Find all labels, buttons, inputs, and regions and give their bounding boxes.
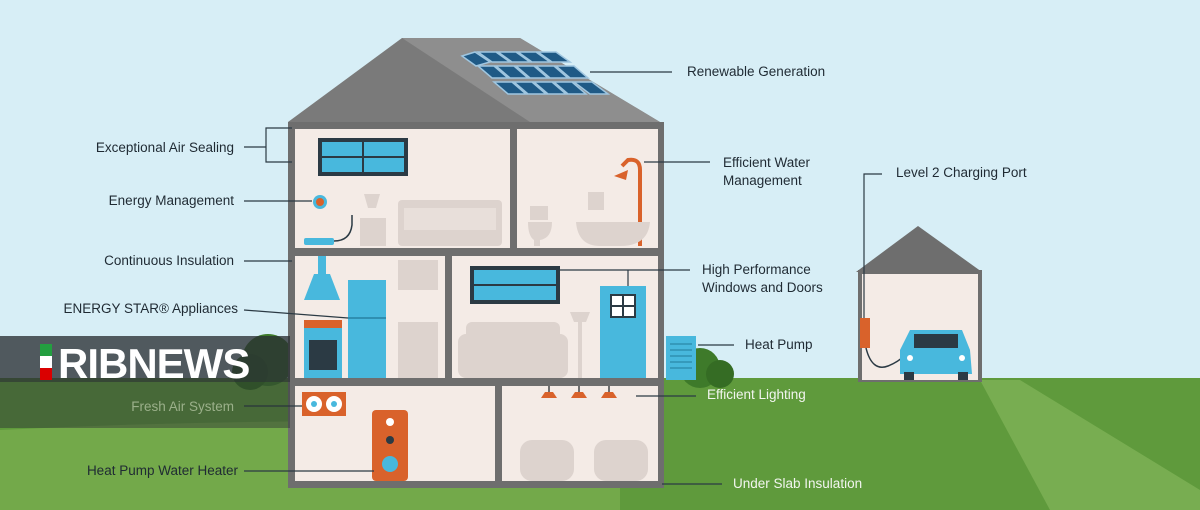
driveway <box>980 380 1200 510</box>
label-renewable-generation: Renewable Generation <box>687 64 826 79</box>
living-window <box>470 266 560 304</box>
heat-pump-unit <box>666 336 696 380</box>
front-door <box>600 286 646 378</box>
solar-panels <box>460 51 611 95</box>
label-energy-star-appliances: ENERGY STAR® Appliances <box>63 301 238 316</box>
ceiling-lights <box>541 386 617 398</box>
armchairs <box>520 440 648 481</box>
thermostat-icon <box>313 195 327 209</box>
power-strip-icon <box>304 215 353 245</box>
bedroom-furniture <box>360 194 502 246</box>
watermark-logo-text: RIBNEWS <box>58 340 250 387</box>
bathroom-fixtures <box>528 157 650 246</box>
label-under-slab-insulation: Under Slab Insulation <box>733 476 863 491</box>
water-heater-icon <box>372 410 408 481</box>
kitchen-cabinets <box>398 260 438 378</box>
label-heat-pump-water-heater: Heat Pump Water Heater <box>86 463 238 478</box>
leader-lines <box>243 71 882 485</box>
stove-icon <box>304 320 342 378</box>
label-efficient-water-management: Efficient Water Management <box>723 155 811 188</box>
label-fresh-air-system: Fresh Air System <box>131 399 234 414</box>
label-exceptional-air-sealing: Exceptional Air Sealing <box>95 140 234 155</box>
label-high-performance-windows: High Performance Windows and Doors <box>702 262 823 295</box>
flag-icon <box>40 344 52 380</box>
refrigerator-icon <box>348 280 386 378</box>
label-heat-pump: Heat Pump <box>745 337 813 352</box>
sofa <box>458 322 568 378</box>
fresh-air-fans <box>302 392 346 416</box>
label-continuous-insulation: Continuous Insulation <box>104 253 234 268</box>
upper-window <box>318 138 408 176</box>
label-level2-charging-port: Level 2 Charging Port <box>896 165 1027 180</box>
range-hood-icon <box>304 256 340 300</box>
label-efficient-lighting: Efficient Lighting <box>707 387 806 402</box>
electric-car-icon <box>900 330 972 380</box>
floor-lamp <box>570 312 590 378</box>
label-energy-management: Energy Management <box>108 193 234 208</box>
